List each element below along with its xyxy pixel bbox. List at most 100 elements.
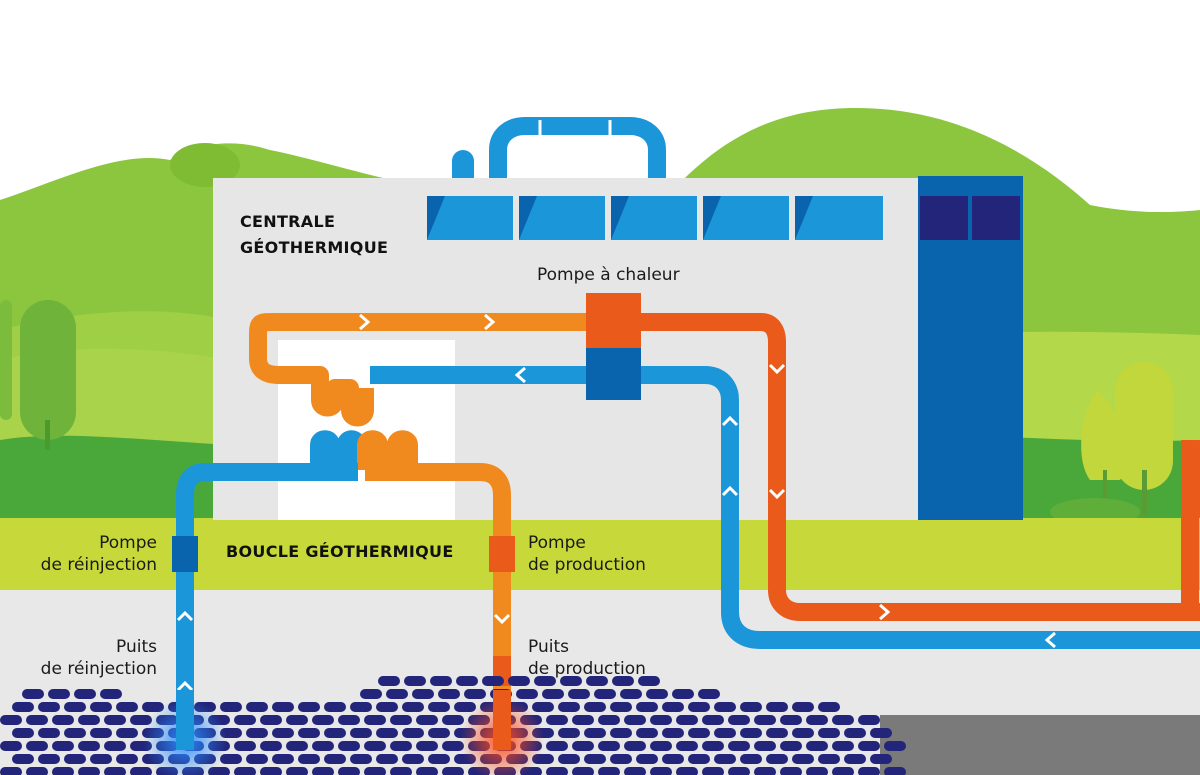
aquifer-stone: [12, 728, 34, 738]
aquifer-stone: [620, 689, 642, 699]
aquifer-stone: [38, 754, 60, 764]
aquifer-stone: [662, 754, 684, 764]
aquifer-stone: [312, 715, 334, 725]
aquifer-stone: [0, 715, 22, 725]
aquifer-stone: [338, 767, 360, 775]
aquifer-stone: [412, 689, 434, 699]
aquifer-stone: [116, 728, 138, 738]
aquifer-stone: [22, 689, 44, 699]
aquifer-stone: [428, 728, 450, 738]
aquifer-stone: [688, 754, 710, 764]
tree-left-2: [0, 300, 12, 420]
aquifer-stone: [12, 754, 34, 764]
aquifer-stone: [442, 741, 464, 751]
aquifer-stone: [662, 702, 684, 712]
aquifer-stone: [558, 728, 580, 738]
plant-title-line1: CENTRALE: [240, 212, 336, 231]
aquifer-stone: [766, 754, 788, 764]
aquifer-stone: [676, 715, 698, 725]
aquifer-stone: [612, 676, 634, 686]
tree-right-2: [1115, 362, 1173, 515]
production-well-label-line2: de production: [528, 659, 646, 679]
aquifer-stone: [638, 676, 660, 686]
aquifer-stone: [376, 754, 398, 764]
aquifer-stone: [298, 702, 320, 712]
aquifer-stone: [542, 689, 564, 699]
aquifer-stone: [454, 702, 476, 712]
aquifer-stone: [534, 676, 556, 686]
aquifer-stone: [728, 741, 750, 751]
aquifer-stone: [430, 676, 452, 686]
aquifer-stone: [350, 728, 372, 738]
aquifer-stone: [546, 741, 568, 751]
aquifer-stone: [624, 767, 646, 775]
aquifer-stone: [546, 715, 568, 725]
aquifer-stone: [598, 741, 620, 751]
aquifer-stone: [52, 715, 74, 725]
aquifer-stone: [610, 728, 632, 738]
aquifer-stone: [64, 728, 86, 738]
aquifer-stone: [286, 767, 308, 775]
aquifer-stone: [740, 702, 762, 712]
aquifer-stone: [558, 702, 580, 712]
aquifer-stone: [650, 741, 672, 751]
aquifer-stone: [52, 767, 74, 775]
aquifer-stone: [90, 754, 112, 764]
aquifer-stone: [870, 728, 892, 738]
aquifer-stone: [464, 689, 486, 699]
aquifer-stone: [438, 689, 460, 699]
aquifer-stone: [584, 728, 606, 738]
aquifer-stone: [38, 728, 60, 738]
aquifer-stone: [246, 754, 268, 764]
aquifer-stone: [26, 715, 48, 725]
aquifer-stone: [402, 702, 424, 712]
aquifer-stone: [624, 741, 646, 751]
aquifer-stone: [130, 767, 152, 775]
aquifer-stone: [624, 715, 646, 725]
aquifer-stone: [714, 754, 736, 764]
aquifer-stone: [884, 767, 906, 775]
aquifer-stone: [360, 689, 382, 699]
aquifer-stone: [260, 715, 282, 725]
aquifer-stone: [610, 754, 632, 764]
aquifer-stone: [286, 715, 308, 725]
aquifer-stone: [116, 754, 138, 764]
aquifer-stone: [714, 702, 736, 712]
reinjection-well-label-line1: Puits: [116, 637, 157, 657]
production-pump: [489, 536, 515, 572]
aquifer-stone: [100, 689, 122, 699]
aquifer-stone: [220, 754, 242, 764]
aquifer-stone: [636, 754, 658, 764]
production-pump-label-line1: Pompe: [528, 533, 586, 553]
aquifer-stone: [676, 767, 698, 775]
aquifer-stone: [64, 754, 86, 764]
reinjection-pipe: [176, 463, 358, 740]
aquifer-stone: [378, 676, 400, 686]
aquifer-stone: [672, 689, 694, 699]
aquifer-stone: [636, 728, 658, 738]
aquifer-stone: [560, 676, 582, 686]
reinjection-well-label: Puits de réinjection: [41, 636, 157, 680]
aquifer-stone: [298, 754, 320, 764]
aquifer-stone: [728, 767, 750, 775]
aquifer-stone: [386, 689, 408, 699]
aquifer-stone: [870, 754, 892, 764]
aquifer-stone: [832, 715, 854, 725]
aquifer-stone: [572, 741, 594, 751]
bedrock-right: [880, 715, 1200, 775]
aquifer-stone: [598, 767, 620, 775]
aquifer-stone: [844, 728, 866, 738]
heat-pump-label: Pompe à chaleur: [537, 265, 680, 285]
reinjection-well-label-line2: de réinjection: [40, 659, 157, 679]
aquifer-stone: [508, 676, 530, 686]
aquifer-stone: [286, 741, 308, 751]
aquifer-stone: [442, 767, 464, 775]
aquifer-stone: [780, 715, 802, 725]
aquifer-stone: [572, 767, 594, 775]
aquifer-stone: [324, 754, 346, 764]
aquifer-stone: [702, 715, 724, 725]
aquifer-stone: [116, 702, 138, 712]
aquifer-stone: [272, 702, 294, 712]
aquifer-stone: [390, 741, 412, 751]
